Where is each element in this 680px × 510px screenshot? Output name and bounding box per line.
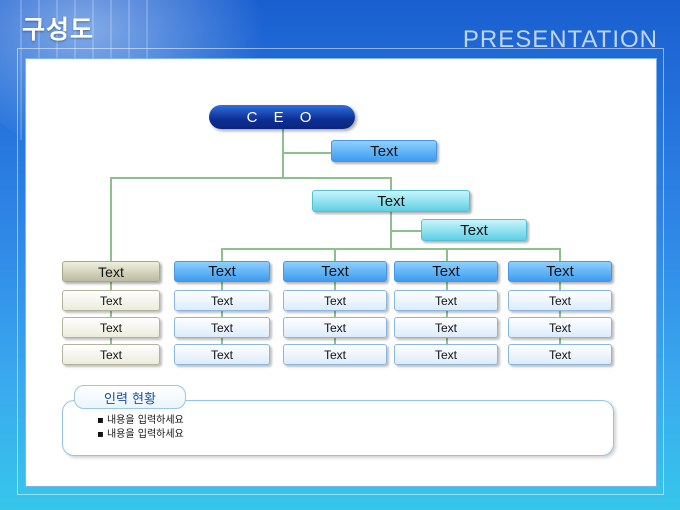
department-head-box: Text xyxy=(62,261,160,282)
assistant-box: Text xyxy=(331,140,437,162)
team-box: Text xyxy=(174,317,270,338)
team-box: Text xyxy=(174,344,270,365)
connector-line xyxy=(559,248,561,261)
connector-line xyxy=(110,177,112,261)
connector-line xyxy=(221,248,223,261)
connector-line xyxy=(390,177,392,249)
team-box: Text xyxy=(508,344,612,365)
bullet-item: 내용을 입력하세요 xyxy=(97,428,184,442)
department-head-box: Text xyxy=(508,261,612,282)
note-tab: 인력 현황 xyxy=(74,385,186,409)
division-box: Text xyxy=(312,190,470,212)
department-head-box: Text xyxy=(174,261,270,282)
team-box: Text xyxy=(394,290,498,311)
team-box: Text xyxy=(394,344,498,365)
ceo-box: C E O xyxy=(209,105,355,129)
team-box: Text xyxy=(283,317,387,338)
content-frame xyxy=(17,48,664,495)
team-box: Text xyxy=(283,344,387,365)
connector-line xyxy=(110,177,392,179)
bullet-item: 내용을 입력하세요 xyxy=(97,414,184,428)
department-head-box: Text xyxy=(394,261,498,282)
team-box: Text xyxy=(62,344,160,365)
connector-line xyxy=(221,248,561,250)
team-box: Text xyxy=(283,290,387,311)
team-box: Text xyxy=(508,317,612,338)
connector-line xyxy=(446,248,448,261)
team-box: Text xyxy=(62,290,160,311)
division-sub-box: Text xyxy=(421,219,527,241)
department-head-box: Text xyxy=(283,261,387,282)
team-box: Text xyxy=(62,317,160,338)
connector-line xyxy=(334,248,336,261)
slide-title: 구성도 xyxy=(22,15,95,44)
connector-line xyxy=(390,230,422,232)
team-box: Text xyxy=(394,317,498,338)
connector-line xyxy=(282,152,332,154)
team-box: Text xyxy=(174,290,270,311)
note-bullets: 내용을 입력하세요 내용을 입력하세요 xyxy=(97,414,184,442)
team-box: Text xyxy=(508,290,612,311)
